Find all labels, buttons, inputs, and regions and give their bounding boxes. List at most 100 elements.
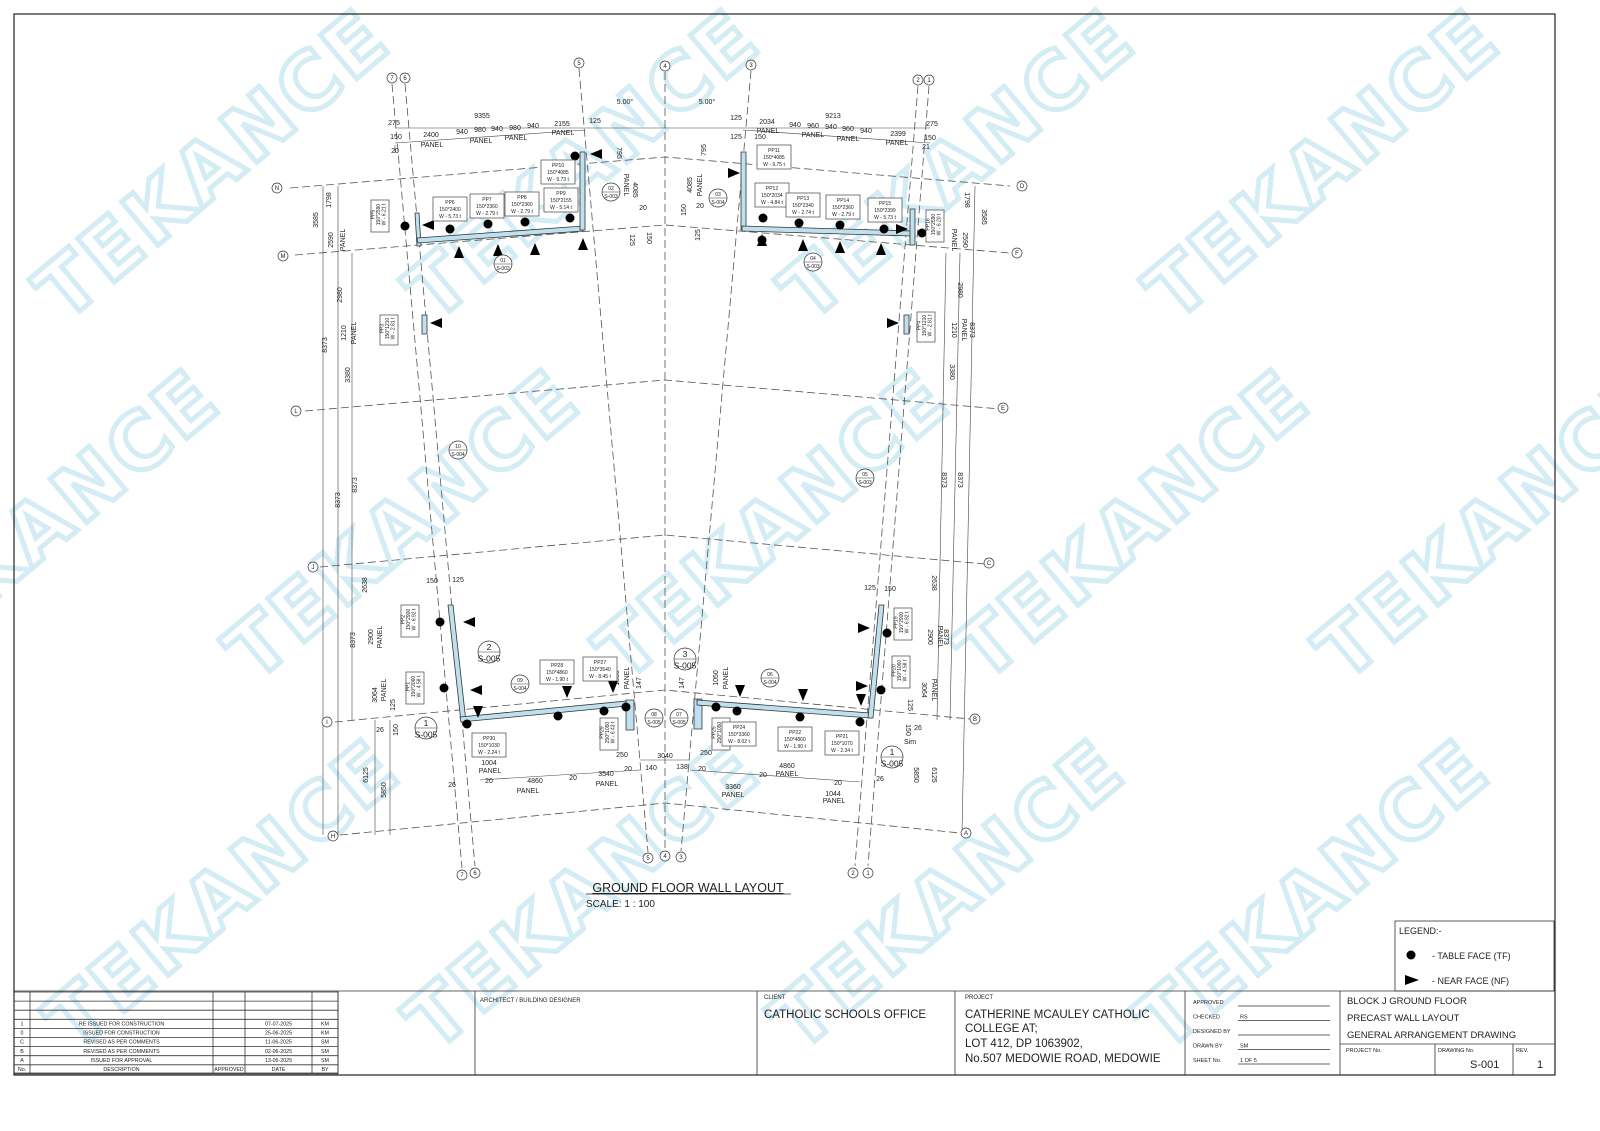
- panel-id: PP4: [917, 321, 923, 331]
- panel-size: 150*2034: [761, 193, 783, 199]
- panel-weight: W - 8.02 t: [728, 739, 750, 745]
- grid-bubble-label: B: [973, 717, 977, 723]
- table-face-marker: [855, 717, 865, 727]
- dimension-label: 940: [456, 129, 468, 136]
- panel-tag-box: [379, 314, 399, 346]
- dimension-label: 125: [695, 229, 702, 241]
- grid-bubble: [386, 72, 398, 84]
- table-face-marker: [879, 224, 889, 234]
- dimension-label: PANEL: [517, 788, 540, 795]
- watermark-text: TEKANCE: [1129, 0, 1517, 338]
- near-face-marker: [530, 243, 540, 255]
- grid-bubble-label: 4: [663, 854, 667, 860]
- dimension-label: 3585: [980, 209, 987, 225]
- panel-tag-box: [405, 671, 425, 705]
- section-marker: 01S-003: [493, 254, 513, 274]
- dimension-label: 8373: [335, 492, 342, 508]
- dimension-label: PANEL: [470, 138, 493, 145]
- section-sheet-ref: S-005: [672, 720, 686, 726]
- grid-bubble: [290, 405, 302, 417]
- section-sheet-ref: S-005: [478, 654, 501, 664]
- precast-wall-panel: [421, 314, 428, 335]
- revision-desc: ISSUED FOR APPROVAL: [91, 1058, 153, 1064]
- dimension-label: PANEL: [381, 679, 388, 702]
- grid-bubble-label: 3: [749, 63, 753, 69]
- panel-tag-box: [891, 655, 911, 689]
- section-number: 06: [767, 672, 773, 678]
- client-name: CATHOLIC SCHOOLS OFFICE: [764, 1009, 926, 1021]
- dimension-label: 6125: [363, 767, 370, 783]
- revision-desc: ISSUED FOR CONSTRUCTION: [83, 1031, 160, 1037]
- grid-line: [578, 68, 649, 853]
- dimension-label: 150: [754, 134, 766, 141]
- section-number: 1: [424, 718, 429, 728]
- grid-bubble: [997, 402, 1009, 414]
- dimension-label: 20: [624, 766, 632, 773]
- dimension-label: 5.00°: [617, 98, 634, 106]
- client-label: CLIENT: [764, 995, 786, 1001]
- signoff-value: SM: [1240, 1044, 1249, 1050]
- dimension-label: 150: [904, 724, 911, 736]
- signoff-label: DRAWN BY: [1193, 1044, 1223, 1050]
- panel-weight: W - 2.79 t: [832, 212, 854, 218]
- panel-weight: W - 6.92 t: [905, 611, 911, 633]
- panel-weight: W - 9.73 t: [547, 177, 569, 183]
- section-number: 04: [810, 256, 816, 262]
- revision-desc: RE ISSUED FOR CONSTRUCTION: [79, 1022, 165, 1028]
- watermark-text: TEKANCE: [579, 352, 967, 698]
- dimension-label: 2638: [930, 575, 937, 591]
- section-number: 2: [487, 642, 492, 652]
- table-face-marker: [835, 220, 845, 230]
- panel-weight: W - 1.90 t: [784, 744, 806, 750]
- panel-id: PP12: [766, 186, 778, 192]
- grid-bubble-label: I: [326, 720, 328, 726]
- grid-line: [339, 802, 961, 836]
- panel-id: PP7: [482, 197, 492, 203]
- dimension-label: PANEL: [421, 142, 444, 149]
- dimension-label: 26: [376, 727, 384, 734]
- grid-bubble: [469, 867, 481, 879]
- panel-id: PP11: [768, 148, 780, 154]
- dimension-label: 275: [926, 121, 938, 128]
- dimension-label: 125: [628, 234, 635, 246]
- signoff-label: DESIGNED BY: [1193, 1029, 1231, 1035]
- watermark-text: TEKANCE: [29, 722, 417, 1068]
- face-markers: [400, 149, 927, 729]
- table-face-marker: [400, 221, 410, 231]
- dimension-label: 2900: [368, 629, 375, 645]
- signoff-value: RS: [1240, 1015, 1248, 1021]
- dimension-label: 3585: [313, 212, 320, 228]
- dimension-label: 3540: [598, 771, 614, 778]
- near-face-marker: [856, 694, 866, 706]
- table-face-icon: [1406, 950, 1416, 960]
- panel-weight: W - 4.58 t: [417, 675, 423, 697]
- panel-size: 150*2590: [931, 214, 937, 236]
- grid-bubble: [271, 182, 283, 194]
- panel-id: PP2: [401, 615, 407, 625]
- panel-tag-box: [540, 159, 576, 185]
- section-number: 07: [676, 712, 682, 718]
- dimension-line: [479, 769, 641, 781]
- dimension-label: 3064: [372, 687, 379, 703]
- panel-tag-box: [867, 197, 903, 223]
- grid-bubble-label: L: [294, 409, 298, 415]
- section-sheet-ref: S-003: [858, 480, 872, 486]
- dimension-line: [961, 185, 976, 834]
- precast-wall-panel: [693, 698, 703, 730]
- section-sheet-ref: S-005: [881, 759, 904, 769]
- watermark-text: TEKANCE: [19, 0, 407, 338]
- panel-weight: W - 2.79 t: [476, 211, 498, 217]
- table-face-marker: [794, 218, 804, 228]
- panel-size: 250*1050: [605, 722, 611, 744]
- dimension-label: 125: [730, 134, 742, 141]
- dimension-label: PANEL: [624, 667, 631, 690]
